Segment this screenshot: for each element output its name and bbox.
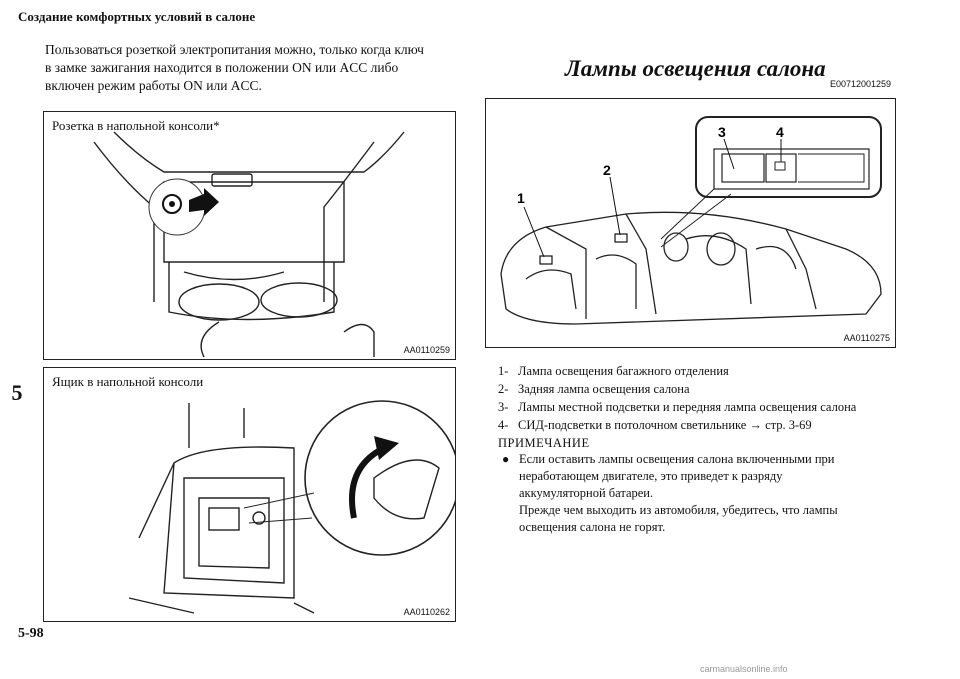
note-line: Если оставить лампы освещения салона вкл… [519, 452, 835, 466]
note-line: освещения салона не горят. [519, 520, 666, 534]
figure-socket: Розетка в напольной консоли* AA0110259 [43, 111, 456, 360]
legend-item: 2-Задняя лампа освещения салона [498, 382, 690, 396]
figure-interior-lamps: 3 4 1 2 AA0110275 [485, 98, 896, 348]
intro-line: Пользоваться розеткой электропитания мож… [45, 42, 424, 57]
note-line: аккумуляторной батареи. [519, 486, 654, 500]
console-box-illustration [128, 400, 455, 614]
figure-caption: Розетка в напольной консоли* [52, 118, 220, 133]
lamp-label-1: 1 [517, 190, 525, 206]
note-heading: ПРИМЕЧАНИЕ [498, 436, 590, 450]
watermark: carmanualsonline.info [700, 664, 788, 674]
lamp-label-4: 4 [776, 124, 784, 140]
chapter-tab: 5 [11, 380, 23, 405]
interior-lamps-illustration: 3 4 1 2 [500, 116, 882, 325]
figure-caption: Ящик в напольной консоли [52, 374, 204, 389]
section-code: E00712001259 [830, 79, 892, 89]
note-body: ● Если оставить лампы освещения салона в… [502, 451, 899, 536]
bullet-icon: ● [502, 452, 510, 466]
figure-code: AA0110259 [403, 345, 450, 355]
lamp-label-3: 3 [718, 124, 726, 140]
lamp-legend: 1-Лампа освещения багажного отделения 2-… [498, 362, 856, 434]
section-title: Лампы освещения салона [565, 56, 826, 81]
intro-paragraph: Пользоваться розеткой электропитания мож… [45, 41, 455, 95]
intro-line: в замке зажигания находится в положении … [45, 60, 399, 75]
figure-code: AA0110275 [843, 333, 890, 343]
figure-console-box: Ящик в напольной консоли AA0110262 [43, 367, 456, 622]
console-socket-illustration [93, 131, 405, 358]
page-number: 5-98 [18, 626, 44, 641]
lamp-label-2: 2 [603, 162, 611, 178]
intro-line: включен режим работы ON или ACC. [45, 78, 262, 93]
legend-item: 4-СИД-подсветки в потолочном светильнике… [498, 418, 812, 432]
figure-code: AA0110262 [403, 607, 450, 617]
running-header: Создание комфортных условий в салоне [18, 9, 256, 24]
legend-item: 3-Лампы местной подсветки и передняя лам… [498, 400, 857, 414]
legend-item: 1-Лампа освещения багажного отделения [498, 364, 729, 378]
note-line: Прежде чем выходить из автомобиля, убеди… [519, 503, 838, 517]
note-line: неработающем двигателе, это приведет к р… [519, 469, 783, 483]
